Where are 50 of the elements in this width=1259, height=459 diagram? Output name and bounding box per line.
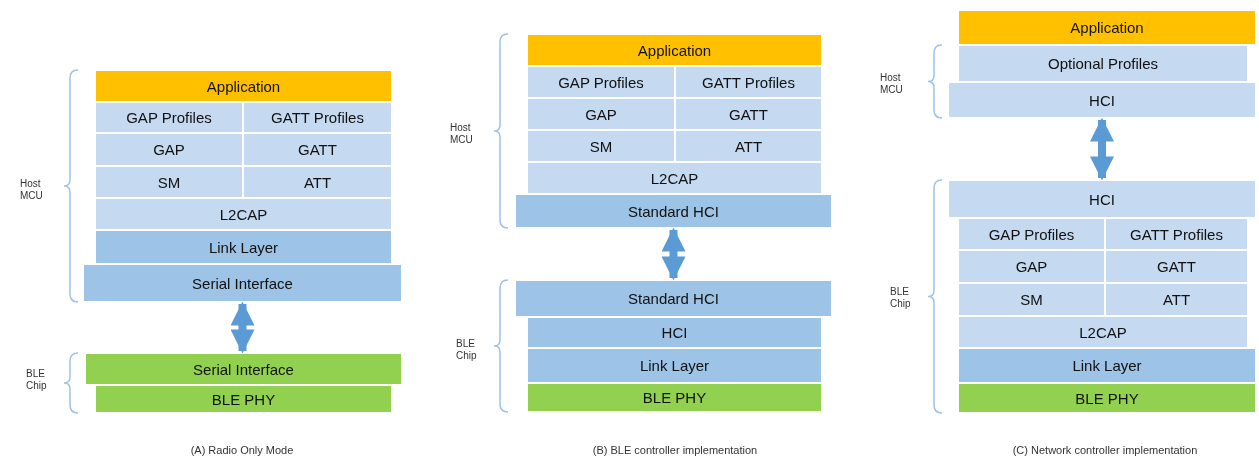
side-label: BLE Chip <box>890 286 912 310</box>
stack-layer: Link Layer <box>958 348 1256 383</box>
stack-layer: GATT <box>243 133 392 166</box>
stack-layer: GAP Profiles <box>958 218 1105 250</box>
stack-layer: Link Layer <box>527 348 822 383</box>
side-label: BLE Chip <box>456 338 478 362</box>
double-arrow <box>661 227 686 281</box>
stack-layer: Standard HCI <box>515 194 832 228</box>
stack-layer: ATT <box>243 166 392 198</box>
side-label: Host MCU <box>450 122 474 146</box>
stack-layer: Application <box>527 34 822 66</box>
stack-layer: Serial Interface <box>85 353 402 385</box>
stack-layer: GATT Profiles <box>675 66 822 98</box>
stack-layer: SM <box>958 283 1105 316</box>
stack-layer: Optional Profiles <box>958 45 1248 82</box>
stack-layer: SM <box>527 130 675 162</box>
stack-layer: BLE PHY <box>95 385 392 413</box>
stack-layer: Application <box>958 10 1256 45</box>
side-label: BLE Chip <box>26 368 48 392</box>
stack-layer: BLE PHY <box>527 383 822 412</box>
stack-layer: GAP Profiles <box>527 66 675 98</box>
stack-layer: Link Layer <box>95 230 392 264</box>
stack-layer: BLE PHY <box>958 383 1256 413</box>
stack-layer: Serial Interface <box>83 264 402 302</box>
stack-layer: GATT Profiles <box>243 102 392 133</box>
stack-layer: GAP Profiles <box>95 102 243 133</box>
stack-layer: GAP <box>95 133 243 166</box>
stack-layer: HCI <box>527 317 822 348</box>
stack-layer: GAP <box>527 98 675 130</box>
double-arrow <box>230 301 255 354</box>
stack-layer: SM <box>95 166 243 198</box>
stack-layer: GATT Profiles <box>1105 218 1248 250</box>
stack-layer: Application <box>95 70 392 102</box>
stack-layer: L2CAP <box>95 198 392 230</box>
figure-caption: (B) BLE controller implementation <box>592 444 758 456</box>
figure-caption: (A) Radio Only Mode <box>190 444 294 456</box>
double-arrow <box>1090 117 1114 181</box>
stack-layer: GATT <box>1105 250 1248 283</box>
stack-layer: Standard HCI <box>515 280 832 317</box>
stack-layer: L2CAP <box>527 162 822 194</box>
stack-layer: GATT <box>675 98 822 130</box>
stack-layer: HCI <box>948 180 1256 218</box>
figure-caption: (C) Network controller implementation <box>1012 444 1198 456</box>
stack-layer: ATT <box>1105 283 1248 316</box>
stack-layer: HCI <box>948 82 1256 118</box>
stack-layer: GAP <box>958 250 1105 283</box>
side-label: Host MCU <box>880 72 904 96</box>
side-label: Host MCU <box>20 178 44 202</box>
stack-layer: ATT <box>675 130 822 162</box>
stack-layer: L2CAP <box>958 316 1248 348</box>
